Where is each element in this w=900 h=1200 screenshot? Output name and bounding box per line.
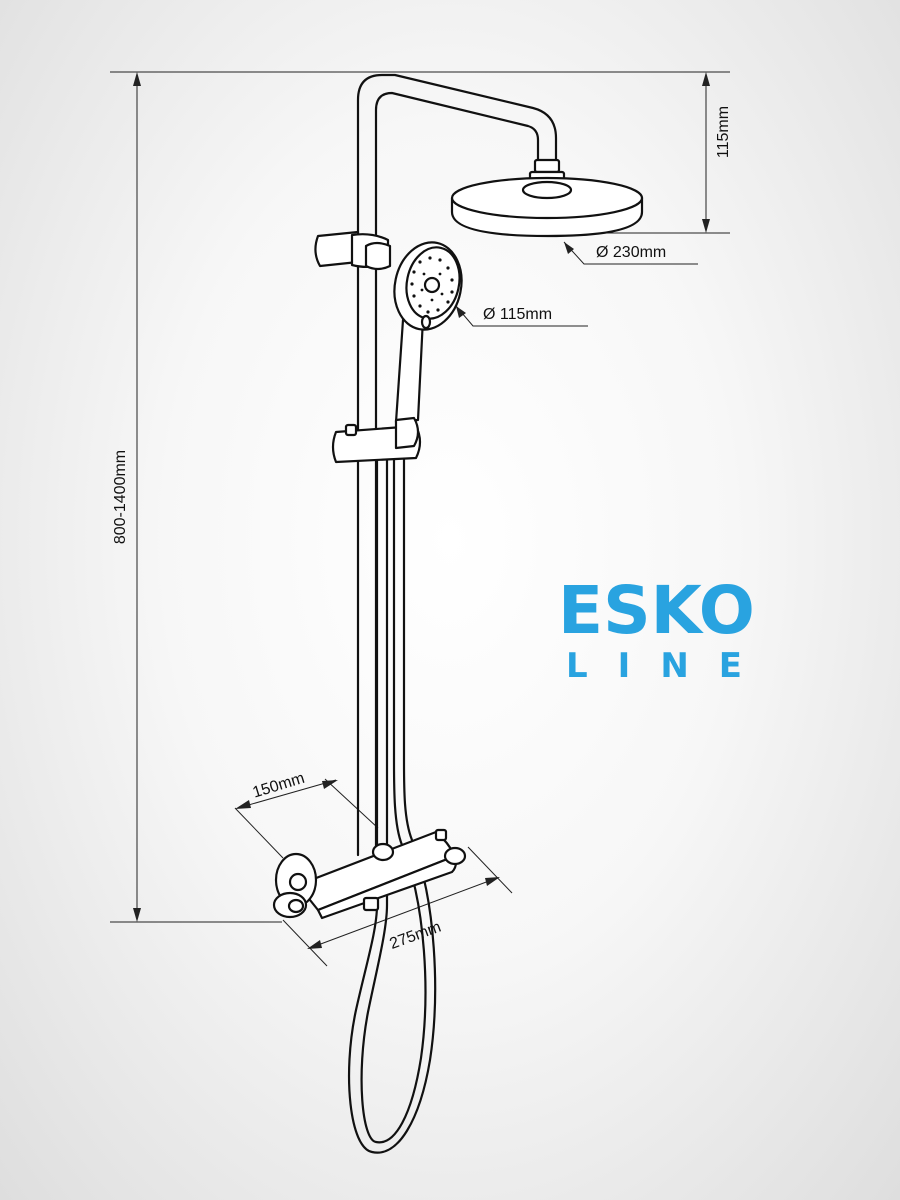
logo-main-text: ESKO xyxy=(558,572,755,649)
thermostatic-mixer xyxy=(272,828,467,920)
shower-hose xyxy=(347,433,437,1154)
arm-drop-label: 115mm xyxy=(715,106,732,158)
head-shower xyxy=(450,176,644,238)
hand-shower-diameter-label: Ø 115mm xyxy=(483,306,552,323)
overall-height-label: 800-1400mm xyxy=(112,450,129,544)
hand-shower xyxy=(393,241,463,424)
top-holder xyxy=(314,230,392,271)
esko-line-logo: ESKO LINE xyxy=(558,572,772,686)
hand-shower-nozzles xyxy=(410,256,454,314)
mixer-width-label: 275mm xyxy=(387,919,443,953)
logo-sub-text: LINE xyxy=(566,646,772,686)
dimension-labels: 800-1400mm 115mm Ø 230mm Ø 115mm 150mm 2… xyxy=(112,106,732,953)
head-shower-diameter-label: Ø 230mm xyxy=(596,244,666,261)
sliding-holder xyxy=(331,416,422,464)
